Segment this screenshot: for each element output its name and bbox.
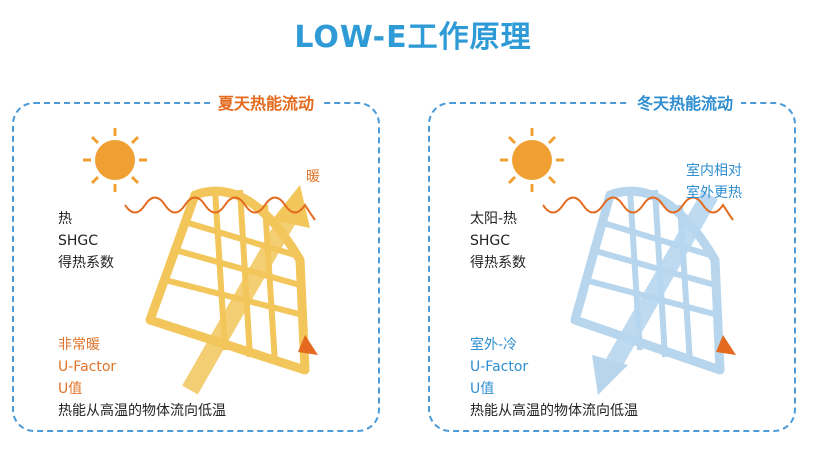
summer-bottom-text: 热能从高温的物体流向低温 bbox=[58, 403, 226, 419]
winter-heat-arrow bbox=[592, 190, 718, 395]
winter-u-label: 室外-冷 U-Factor U值 bbox=[470, 337, 529, 397]
summer-arrow-label: 暖 bbox=[306, 169, 320, 185]
summer-heading: 夏天热能流动 bbox=[210, 90, 323, 114]
winter-panel bbox=[428, 102, 796, 432]
winter-heat-wave bbox=[542, 196, 734, 221]
summer-u-label: 非常暖 U-Factor U值 bbox=[58, 337, 117, 397]
winter-arrow-label: 室内相对 室外更热 bbox=[686, 163, 742, 201]
winter-heat-label: 太阳-热 SHGC 得热系数 bbox=[470, 211, 526, 271]
winter-bottom-text: 热能从高温的物体流向低温 bbox=[470, 403, 638, 419]
summer-heat-wave bbox=[124, 196, 316, 221]
summer-sun-icon bbox=[83, 128, 147, 192]
summer-wave-arrowhead bbox=[298, 335, 318, 355]
winter-heading: 冬天热能流动 bbox=[629, 90, 742, 114]
summer-panel bbox=[12, 102, 380, 432]
summer-heat-label: 热 SHGC 得热系数 bbox=[58, 211, 114, 271]
summer-warm-arrow bbox=[182, 185, 310, 395]
winter-sun-icon bbox=[500, 128, 564, 192]
page-title: LOW-E工作原理 bbox=[294, 20, 532, 55]
winter-wave-arrowhead bbox=[716, 335, 736, 355]
